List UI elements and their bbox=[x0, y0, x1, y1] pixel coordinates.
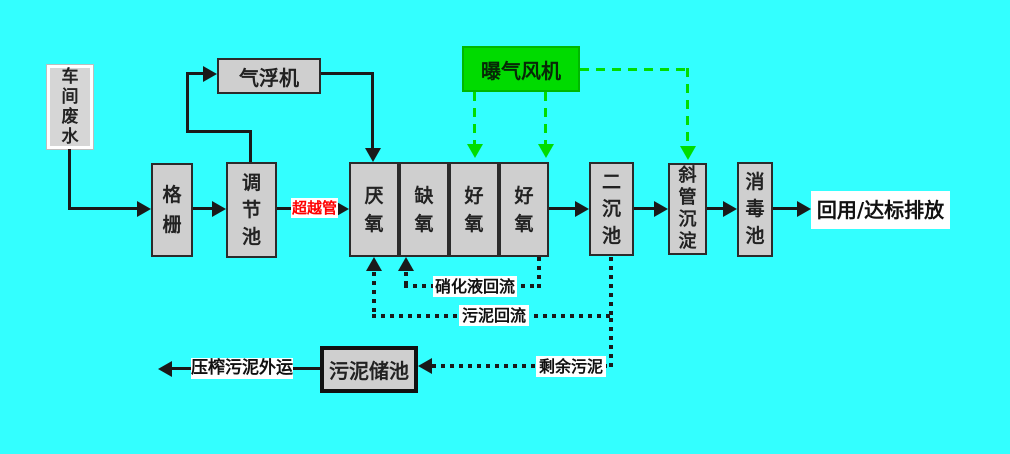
arrow-right-icon bbox=[797, 201, 811, 217]
line-workshop-down bbox=[68, 149, 71, 210]
node-secondary-clarifier: 二沉池 bbox=[589, 162, 634, 256]
node-label: 好氧 bbox=[514, 184, 534, 235]
line-flotation-down bbox=[371, 72, 374, 148]
arrow-right-icon bbox=[654, 201, 668, 217]
node-label: 斜管沉淀 bbox=[678, 165, 697, 252]
node-label: 污泥储池 bbox=[329, 359, 409, 383]
line-up-to-flotation bbox=[186, 73, 189, 133]
node-inclined-tube-settler: 斜管沉淀 bbox=[668, 163, 707, 255]
sludge-return-down bbox=[609, 257, 613, 318]
node-label: 厌氧 bbox=[364, 184, 384, 235]
node-label: 调节池 bbox=[241, 171, 261, 248]
excess-sludge-horizontal bbox=[432, 364, 611, 368]
air-line-to-aerobic-2 bbox=[544, 92, 547, 144]
air-line-to-aerobic-1 bbox=[473, 92, 476, 144]
node-label: 二沉池 bbox=[601, 170, 621, 247]
line-into-flotation bbox=[186, 72, 203, 75]
line-inclined-to-disinfection bbox=[707, 207, 723, 210]
arrow-right-icon bbox=[575, 201, 589, 217]
line-disinfection-to-discharge bbox=[773, 207, 797, 210]
nitrified-return-down bbox=[537, 257, 541, 289]
node-label: 气浮机 bbox=[239, 65, 299, 90]
line-aerobic-to-secondary bbox=[549, 207, 575, 210]
green-arrow-down-icon bbox=[538, 144, 554, 158]
air-line-to-inclined bbox=[686, 68, 689, 146]
node-label: 好氧 bbox=[464, 184, 484, 235]
line-screen-to-regulating bbox=[193, 207, 212, 210]
arrow-up-icon bbox=[398, 257, 414, 271]
arrow-right-icon bbox=[723, 201, 737, 217]
green-arrow-down-icon bbox=[680, 146, 696, 160]
node-label: 曝气风机 bbox=[481, 58, 561, 83]
arrow-right-icon bbox=[203, 66, 217, 82]
node-bar-screen: 格栅 bbox=[151, 163, 193, 257]
arrow-left-icon bbox=[418, 358, 432, 374]
node-sludge-storage-tank: 污泥储池 bbox=[320, 346, 418, 393]
arrow-right-icon bbox=[212, 201, 226, 217]
node-label: 消毒池 bbox=[745, 171, 765, 247]
node-workshop-wastewater: 车间废水 bbox=[47, 65, 93, 149]
node-aerobic-tank-1: 好氧 bbox=[449, 162, 499, 257]
arrow-up-icon bbox=[366, 257, 382, 271]
node-label: 缺氧 bbox=[414, 184, 434, 235]
arrow-down-icon bbox=[365, 148, 381, 162]
label-pressed-sludge-out: 压榨污泥外运 bbox=[191, 358, 293, 379]
green-arrow-down-icon bbox=[467, 144, 483, 158]
arrow-right-icon bbox=[137, 201, 151, 217]
node-disinfection-tank: 消毒池 bbox=[737, 162, 773, 257]
node-label: 格栅 bbox=[162, 184, 182, 236]
node-anaerobic-tank: 厌氧 bbox=[349, 162, 399, 257]
sludge-return-up bbox=[372, 272, 376, 318]
node-aerobic-tank-2: 好氧 bbox=[499, 162, 549, 257]
node-regulating-tank: 调节池 bbox=[226, 162, 277, 258]
line-flotation-right bbox=[321, 72, 374, 75]
label-bypass-pipe: 超越管 bbox=[291, 198, 338, 218]
arrow-left-icon bbox=[158, 361, 172, 377]
line-workshop-to-screen bbox=[68, 207, 138, 210]
air-line-right bbox=[580, 68, 689, 71]
line-secondary-to-inclined bbox=[634, 207, 654, 210]
line-regulating-left bbox=[186, 130, 252, 133]
label-excess-sludge: 剩余污泥 bbox=[536, 356, 606, 377]
label-nitrified-liquor-return: 硝化液回流 bbox=[433, 276, 517, 297]
label-sludge-return: 污泥回流 bbox=[459, 305, 529, 326]
node-aeration-blower: 曝气风机 bbox=[462, 46, 580, 92]
nitrified-return-up bbox=[404, 272, 408, 286]
node-anoxic-tank: 缺氧 bbox=[399, 162, 449, 257]
node-label: 车间废水 bbox=[61, 67, 79, 147]
label-discharge-reuse: 回用/达标排放 bbox=[811, 191, 950, 229]
node-air-flotation: 气浮机 bbox=[217, 58, 321, 94]
excess-sludge-down bbox=[609, 318, 613, 368]
arrow-right-icon bbox=[335, 201, 349, 217]
line-regulating-up bbox=[249, 131, 252, 162]
